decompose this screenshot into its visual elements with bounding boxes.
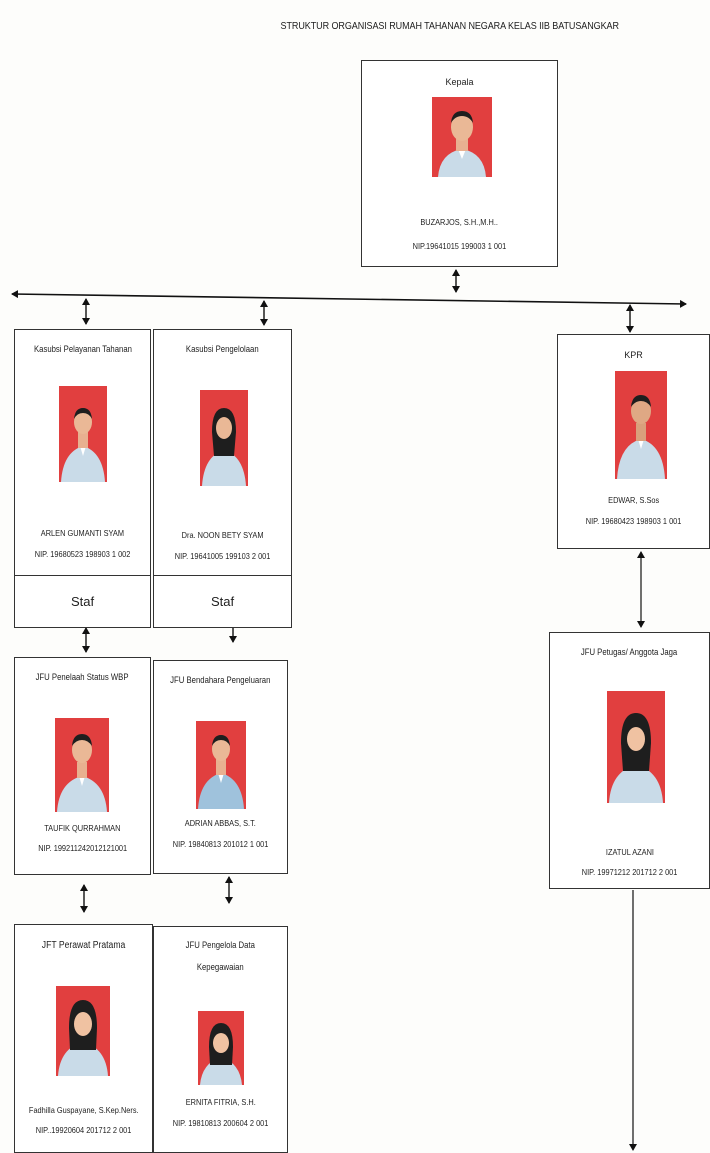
node-jfu-pengelola: JFU Pengelola Data Kepegawaian ERNITA FI…: [153, 926, 288, 1153]
node-role: Kasubsi Pelayanan Tahanan: [33, 344, 132, 354]
node-role: JFT Perawat Pratama: [41, 940, 126, 951]
node-name: ADRIAN ABBAS, S.T.: [184, 818, 257, 828]
node-jfu-penelaah: JFU Penelaah Status WBP TAUFIK QURRAHMAN…: [14, 657, 151, 875]
node-role: Kasubsi Pengelolaan: [186, 344, 259, 354]
photo-kasubsi-pelayanan: [59, 386, 107, 482]
node-jfu-bendahara: JFU Bendahara Pengeluaran ADRIAN ABBAS, …: [153, 660, 288, 874]
node-nip: NIP. 19641005 199103 2 001: [174, 551, 271, 561]
staf-box-right: Staf: [153, 575, 292, 628]
photo-kasubsi-pengelolaan: [200, 390, 248, 486]
node-name: BUZARJOS, S.H.,M.H..: [420, 217, 499, 227]
node-name: Dra. NOON BETY SYAM: [181, 530, 264, 540]
photo-jfu-penelaah: [55, 718, 109, 812]
node-name: TAUFIK QURRAHMAN: [44, 823, 121, 833]
node-role-line2: Kepegawaian: [197, 962, 244, 972]
photo-jft-perawat: [56, 986, 110, 1076]
node-nip: NIP..19920604 201712 2 001: [35, 1125, 132, 1135]
node-role: JFU Bendahara Pengeluaran: [170, 675, 271, 685]
node-name: EDWAR, S.Sos: [607, 495, 660, 505]
node-jfu-petugas: JFU Petugas/ Anggota Jaga IZATUL AZANI N…: [549, 632, 710, 889]
node-role: JFU Petugas/ Anggota Jaga: [581, 647, 678, 657]
photo-jfu-petugas: [607, 691, 665, 803]
node-kasubsi-pelayanan: Kasubsi Pelayanan Tahanan ARLEN GUMANTI …: [14, 329, 151, 576]
node-nip: NIP. 19971212 201712 2 001: [581, 867, 678, 877]
node-role: KPR: [624, 350, 643, 360]
node-kepala: Kepala BUZARJOS, S.H.,M.H.. NIP.19641015…: [361, 60, 558, 267]
node-name: IZATUL AZANI: [605, 847, 654, 857]
node-name: ERNITA FITRIA, S.H.: [185, 1097, 256, 1107]
photo-jfu-bendahara: [196, 721, 246, 809]
node-nip: NIP. 19810813 200604 2 001: [172, 1118, 269, 1128]
node-kpr: KPR EDWAR, S.Sos NIP. 19680423 198903 1 …: [557, 334, 710, 549]
photo-kepala: [432, 97, 492, 177]
photo-kpr: [615, 371, 667, 479]
node-nip: NIP. 19680523 198903 1 002: [34, 549, 131, 559]
node-nip: NIP.19641015 199003 1 001: [412, 241, 507, 251]
photo-jfu-pengelola: [198, 1011, 244, 1085]
node-kasubsi-pengelolaan: Kasubsi Pengelolaan Dra. NOON BETY SYAM …: [153, 329, 292, 576]
main-horizontal-line: [11, 290, 687, 308]
node-role: Kepala: [445, 77, 474, 87]
node-nip: NIP. 199211242012121001: [38, 843, 127, 853]
staf-box-left: Staf: [14, 575, 151, 628]
chart-title: STRUKTUR ORGANISASI RUMAH TAHANAN NEGARA…: [280, 20, 620, 32]
node-jft-perawat: JFT Perawat Pratama Fadhilla Guspayane, …: [14, 924, 153, 1153]
node-nip: NIP. 19840813 201012 1 001: [172, 839, 269, 849]
node-name: ARLEN GUMANTI SYAM: [40, 528, 125, 538]
node-role: JFU Pengelola Data: [185, 940, 256, 950]
node-name: Fadhilla Guspayane, S.Kep.Ners.: [28, 1105, 139, 1115]
node-nip: NIP. 19680423 198903 1 001: [585, 516, 682, 526]
node-role: JFU Penelaah Status WBP: [36, 672, 129, 682]
